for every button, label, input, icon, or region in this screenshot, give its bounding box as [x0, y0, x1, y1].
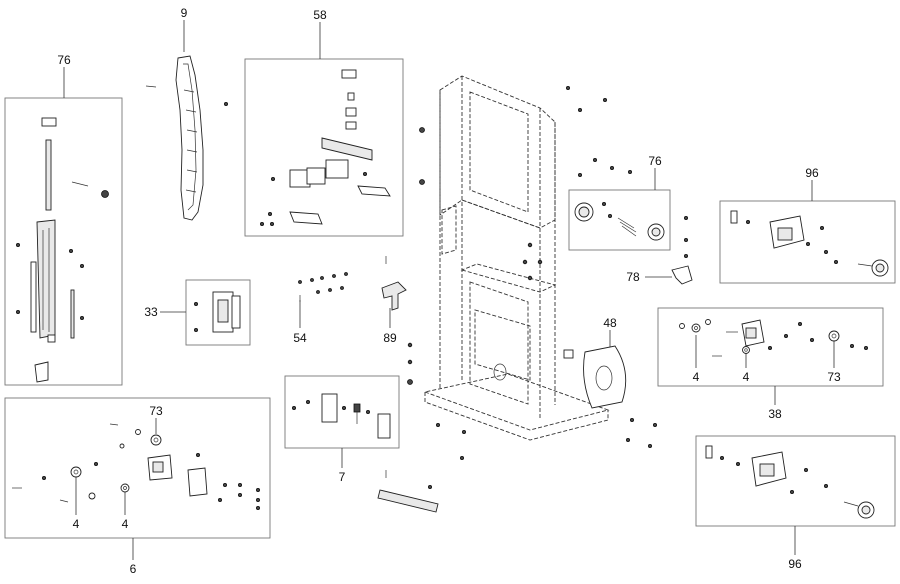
part-76-rail-assembly: [15, 117, 109, 383]
part-6-lower-guide: [12, 423, 260, 510]
label-89: 89: [383, 331, 397, 345]
part-96-lower-guide: [705, 445, 875, 519]
group-box-6: [4, 397, 271, 539]
group-box-33: [185, 279, 251, 346]
part-78-clip: [671, 265, 693, 285]
label-96-bottom: 96: [788, 557, 802, 571]
part-9-guide-cover: [175, 55, 204, 221]
group-box-38: [657, 307, 884, 387]
label-7: 7: [339, 470, 346, 484]
part-76-tension-knob: [574, 201, 689, 258]
part-96-upper-guide: [730, 210, 889, 277]
label-4-b: 4: [122, 517, 129, 531]
loose-fasteners: [145, 85, 274, 226]
label-76-right: 76: [648, 154, 662, 168]
part-lower-slide: [377, 470, 439, 513]
part-54-fasteners: [298, 272, 348, 302]
part-48-disc: [563, 345, 627, 409]
label-73-a: 73: [149, 404, 163, 418]
label-78: 78: [626, 270, 640, 284]
label-48: 48: [603, 316, 617, 330]
main-frame: [407, 75, 658, 460]
part-33-switch: [193, 291, 241, 333]
group-box-76-right: [568, 189, 671, 251]
label-38: 38: [768, 407, 782, 421]
part-7-electrics: [291, 393, 391, 439]
label-96-top: 96: [805, 166, 819, 180]
label-4-c: 4: [693, 370, 700, 384]
group-box-96-bottom: [695, 435, 896, 527]
label-54: 54: [293, 331, 307, 345]
label-76-left: 76: [57, 53, 71, 67]
part-89-bracket: [381, 256, 407, 311]
label-73-b: 73: [827, 370, 841, 384]
label-58: 58: [313, 8, 327, 22]
group-box-58: [244, 58, 404, 237]
label-4-d: 4: [743, 370, 750, 384]
label-4-a: 4: [73, 517, 80, 531]
group-box-96-top: [719, 200, 896, 284]
part-38-guide-bearing-set: [679, 319, 869, 357]
group-box-76-left: [4, 97, 123, 386]
label-6: 6: [130, 562, 137, 576]
part-58-guide-set: [259, 69, 391, 226]
label-33: 33: [144, 305, 158, 319]
label-9: 9: [181, 6, 188, 20]
